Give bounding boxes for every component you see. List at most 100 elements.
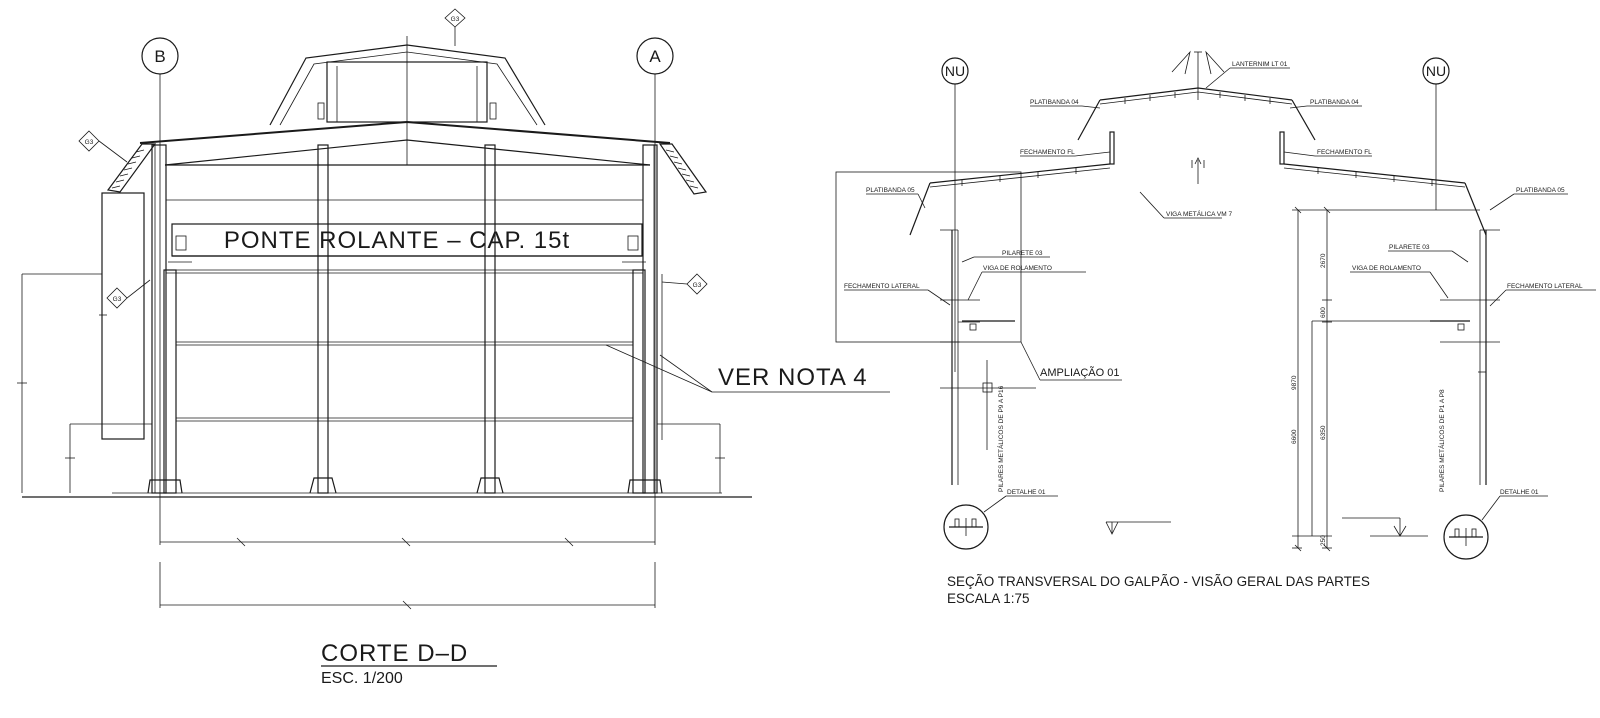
label-viga-rolamento-right: VIGA DE ROLAMENTO: [1352, 265, 1421, 272]
svg-text:G3: G3: [85, 139, 94, 146]
grid-label-a: A: [649, 47, 661, 66]
column-right: [1311, 229, 1500, 536]
platibanda05-right-leader: [1489, 193, 1515, 211]
parapet05-right: [1464, 182, 1487, 236]
upper-roof-purlins: [1124, 92, 1271, 104]
g3-tag-roof-left: G3: [78, 130, 128, 163]
level-mark-left: [1105, 521, 1171, 535]
viga-rolamento-right-leader: [1429, 271, 1449, 299]
corte-title: CORTE D–D: [321, 640, 468, 667]
detalhe-left-leader: [983, 495, 1007, 513]
crane-label: PONTE ROLANTE – CAP. 15t: [224, 227, 570, 254]
label-platibanda05-left: PLATIBANDA 05: [866, 187, 915, 194]
g3-tag-wall-right: G3: [661, 273, 708, 295]
label-platibanda04-right: PLATIBANDA 04: [1310, 99, 1359, 106]
svg-text:G3: G3: [451, 16, 460, 23]
label-viga-metalica: VIGA METÁLICA VM 7: [1166, 209, 1232, 218]
label-lanternim: LANTERNIM LT 01: [1232, 61, 1288, 68]
roof-bottom-chord: [164, 139, 651, 166]
label-ampliacao: AMPLIAÇÃO 01: [1040, 366, 1119, 379]
parapet05-left: [909, 182, 931, 236]
grid-label-b: B: [154, 47, 165, 66]
g3-tag-top: G3: [444, 8, 466, 46]
detalhe-right-leader: [1481, 495, 1501, 521]
note-leader-2: [659, 354, 713, 393]
svg-text:G3: G3: [693, 282, 702, 289]
dim-6600: 6600: [1291, 429, 1298, 444]
label-fechamento-fl-right: FECHAMENTO FL: [1317, 149, 1372, 156]
crane-beam: [168, 223, 646, 263]
ampliacao-leader: [1020, 341, 1041, 381]
lower-roof-right: [1283, 163, 1466, 184]
secao-title: SEÇÃO TRANSVERSAL DO GALPÃO - VISÃO GERA…: [947, 574, 1370, 589]
label-fechamento-fl-left: FECHAMENTO FL: [1020, 149, 1075, 156]
corte-d-d-section: B A: [17, 8, 890, 687]
fechamento-fl-right-leader: [1283, 151, 1316, 157]
parapet-right: [658, 143, 708, 195]
label-fechamento-lateral-left: FECHAMENTO LATERAL: [844, 283, 920, 290]
column-left: [940, 229, 1036, 485]
detalhe-left: [943, 504, 989, 550]
dim-2670: 2670: [1320, 253, 1327, 268]
lanternim-box: [326, 61, 488, 123]
lanternim-ventilator: [1171, 50, 1225, 100]
center-arrow-symbol: [1191, 157, 1205, 184]
dim-9870: 9870: [1291, 375, 1298, 390]
label-detalhe-right: DETALHE 01: [1500, 489, 1539, 496]
secao-scale: ESCALA 1:75: [947, 591, 1030, 606]
lower-roof-left: [929, 163, 1111, 184]
svg-text:G3: G3: [113, 296, 122, 303]
right-wall-details: [657, 274, 725, 493]
lower-roof-left-inner: [929, 167, 1111, 188]
parapet-left-hatching: [111, 149, 145, 189]
grid-label-nu-left: NU: [945, 63, 965, 79]
lanternim-bracket-right: [489, 102, 497, 120]
grid-label-nu-right: NU: [1426, 63, 1446, 79]
lower-roof-right-inner: [1283, 167, 1466, 188]
label-platibanda05-right: PLATIBANDA 05: [1516, 187, 1565, 194]
columns: [151, 144, 658, 494]
label-detalhe-left: DETALHE 01: [1007, 489, 1046, 496]
dim-250: 250: [1320, 535, 1327, 546]
fechamento-fl-right-panel: [1279, 131, 1285, 165]
upper-roof-inner: [1099, 91, 1293, 105]
fechamento-lateral-right-leader: [1489, 289, 1507, 307]
dim-600: 600: [1320, 307, 1327, 318]
platibanda04-right-leader: [1289, 105, 1308, 109]
note-label: VER NOTA 4: [718, 364, 868, 391]
wall-girts: [166, 199, 643, 422]
lanternim-inner: [279, 51, 538, 126]
label-fechamento-lateral-right: FECHAMENTO LATERAL: [1507, 283, 1583, 290]
label-pilarete-right: PILARETE 03: [1389, 244, 1430, 251]
lanternim-outline: [269, 44, 546, 126]
g3-tag-wall-left: G3: [106, 279, 151, 309]
label-pilarete-left: PILARETE 03: [1002, 250, 1043, 257]
label-pilares-left: PILARES METÁLICOS DE P9 A P16: [996, 385, 1005, 492]
level-mark-right: [1342, 517, 1428, 537]
upper-parapet-right: [1291, 99, 1316, 141]
dimension-lines: [159, 537, 656, 610]
dimension-chain-right: [1292, 206, 1480, 552]
corte-scale: ESC. 1/200: [321, 670, 403, 687]
pilarete-left-leader: [961, 256, 975, 263]
fechamento-lateral-left-leader: [927, 289, 951, 306]
parapet-right-hatching: [665, 149, 699, 189]
left-wall-details: [17, 192, 152, 493]
column-bases: [147, 477, 663, 494]
lanternim-leader: [1205, 67, 1231, 89]
detalhe-right: [1443, 514, 1489, 560]
pilarete-right-leader: [1451, 250, 1469, 263]
upper-parapet-left: [1077, 99, 1101, 141]
parapet-left: [106, 143, 157, 193]
viga-metalica-leader: [1139, 191, 1165, 219]
fechamento-fl-left-leader: [1074, 151, 1111, 157]
viga-rolamento-left-leader: [967, 271, 983, 301]
label-viga-rolamento-left: VIGA DE ROLAMENTO: [983, 265, 1052, 272]
label-pilares-right: PILARES METÁLICOS DE P1 A P8: [1437, 389, 1446, 492]
platibanda05-left-leader: [917, 193, 926, 209]
lanternim-bracket-left: [317, 102, 325, 120]
dim-6350: 6350: [1320, 425, 1327, 440]
upper-roof: [1099, 87, 1293, 101]
platibanda04-left-leader: [1081, 105, 1101, 109]
